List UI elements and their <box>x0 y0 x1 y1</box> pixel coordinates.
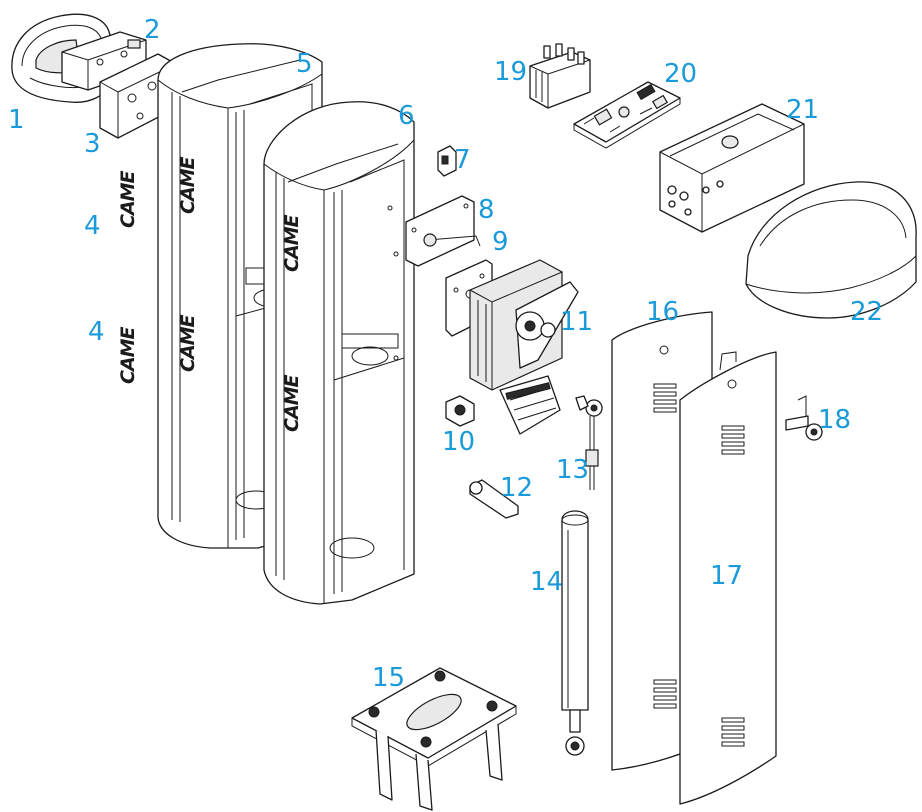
part-19-transformer <box>529 43 591 109</box>
callout-16: 16 <box>646 297 679 327</box>
callout-5: 5 <box>296 49 313 79</box>
brand-logo-decal: CAME <box>117 326 139 384</box>
brand-logo-on-cabinet: CAME <box>281 374 303 432</box>
callout-18: 18 <box>818 405 851 435</box>
callout-20: 20 <box>664 59 697 89</box>
callout-9: 9 <box>492 227 509 257</box>
part-21-control-box <box>659 103 805 233</box>
part-13-tie-rod <box>575 395 603 490</box>
brand-logo-on-cabinet: CAME <box>177 156 199 214</box>
brand-logo-on-cabinet: CAME <box>177 314 199 372</box>
callout-4-lower: 4 <box>88 317 105 347</box>
part-17-door-panel <box>679 351 777 805</box>
callout-6: 6 <box>398 101 415 131</box>
part-15-foundation-plate <box>351 667 517 811</box>
part-20-control-board <box>573 81 681 149</box>
callout-21: 21 <box>786 95 819 125</box>
callout-14: 14 <box>530 567 563 597</box>
part-6-cabinet-rear: CAME CAME <box>263 101 415 605</box>
callout-19: 19 <box>494 57 527 87</box>
callout-8: 8 <box>478 195 495 225</box>
callout-1: 1 <box>8 105 25 135</box>
callout-11: 11 <box>560 307 593 337</box>
callout-17: 17 <box>710 561 743 591</box>
brand-logo-on-cabinet: CAME <box>281 214 303 272</box>
callout-15: 15 <box>372 663 405 693</box>
callout-4-upper: 4 <box>84 211 101 241</box>
part-10-clamp <box>445 395 475 427</box>
part-11-gearmotor <box>469 259 579 435</box>
part-12-pin <box>469 479 519 519</box>
brand-logo-decal: CAME <box>117 170 139 228</box>
callout-22: 22 <box>850 297 883 327</box>
callout-2: 2 <box>144 15 161 45</box>
callout-13: 13 <box>556 455 589 485</box>
part-8-mount-plate <box>405 195 481 267</box>
callout-labels: 1 2 3 4 4 5 6 7 8 9 10 11 12 13 14 15 16… <box>8 15 883 693</box>
part-14-balancing-spring <box>561 510 589 756</box>
callout-10: 10 <box>442 427 475 457</box>
part-3-plate <box>99 53 177 139</box>
part-7-latch <box>437 145 457 177</box>
callout-12: 12 <box>500 473 533 503</box>
callout-7: 7 <box>454 145 471 175</box>
part-4-logo-decal-upper: CAME <box>117 170 139 228</box>
part-22-dome-cover <box>745 181 917 319</box>
part-4-logo-decal-lower: CAME <box>117 326 139 384</box>
part-18-lock <box>785 395 823 441</box>
callout-3: 3 <box>84 129 101 159</box>
